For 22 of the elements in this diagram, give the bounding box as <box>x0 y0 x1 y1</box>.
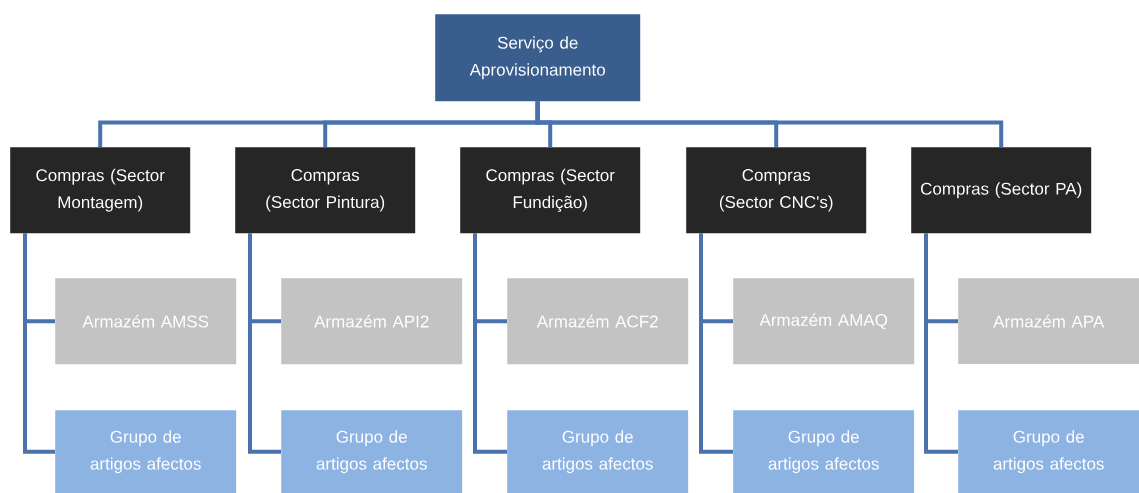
warehouse-box: Armazém API2 <box>281 278 463 365</box>
group-box: Grupo de artigos afectos <box>958 410 1139 493</box>
sector-box: Compras (Sector Fundição) <box>460 147 641 234</box>
connector-line <box>535 101 1004 147</box>
group-box: Grupo de artigos afectos <box>733 410 915 493</box>
group-box: Grupo de artigos afectos <box>55 410 237 493</box>
sector-box: Compras (Sector Pintura) <box>235 147 416 234</box>
connector-line <box>699 233 733 454</box>
warehouse-box: Armazém AMSS <box>55 278 237 365</box>
connector-line <box>473 233 507 454</box>
warehouse-box: Armazém AMAQ <box>733 278 915 365</box>
connector-line <box>23 233 55 454</box>
connector-line <box>924 233 958 454</box>
sector-box: Compras (Sector Montagem) <box>10 147 191 234</box>
sector-box: Compras (Sector CNC's) <box>686 147 867 234</box>
group-box: Grupo de artigos afectos <box>507 410 689 493</box>
warehouse-box: Armazém APA <box>958 278 1139 365</box>
warehouse-box: Armazém ACF2 <box>507 278 689 365</box>
department-box: Serviço de Aprovisionamento <box>435 14 641 102</box>
group-box: Grupo de artigos afectos <box>281 410 463 493</box>
connector-line <box>248 233 281 454</box>
sector-box: Compras (Sector PA) <box>911 147 1092 234</box>
